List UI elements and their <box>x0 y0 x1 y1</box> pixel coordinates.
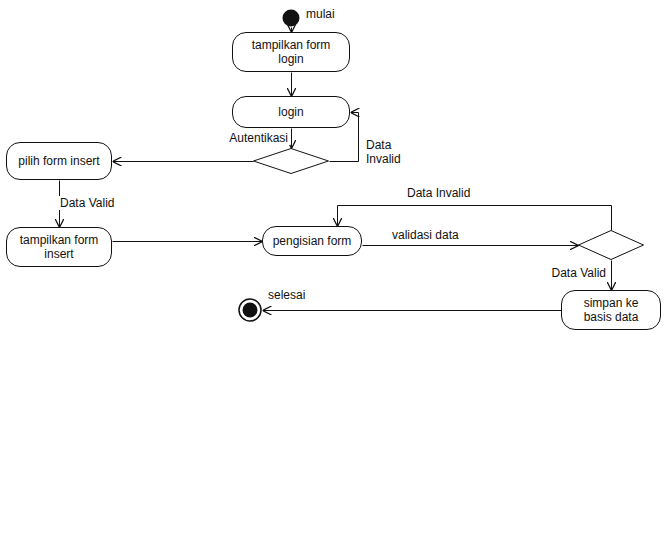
guard-label: Data Invalid <box>364 138 414 166</box>
decision-diamond-outline <box>578 230 644 260</box>
guard-label: Data Valid <box>538 266 608 280</box>
activity-box: login <box>232 96 350 128</box>
guard-label: validasi data <box>390 228 461 242</box>
control-flow <box>263 310 562 311</box>
activity-text: pengisian form <box>273 234 352 248</box>
activity-box: pilih form insert <box>6 142 112 180</box>
final-node-outline <box>238 298 262 322</box>
activity-text: simpan ke basis data <box>568 296 654 324</box>
activity-text: pilih form insert <box>18 154 99 168</box>
guard-label: Data Invalid <box>405 186 472 200</box>
initial-node: mulai <box>282 9 300 27</box>
activity-text: tampilkan form insert <box>13 233 105 261</box>
node-label: mulai <box>306 7 335 21</box>
control-flow <box>113 241 263 242</box>
activity-box: simpan ke basis data <box>561 290 661 330</box>
initial-node-outline <box>282 9 300 27</box>
control-flow <box>363 245 579 246</box>
activity-box: pengisian form <box>262 226 362 256</box>
decision-diamond <box>578 230 644 260</box>
control-flow <box>291 73 292 97</box>
control-flow <box>338 206 612 231</box>
final-node: selesai <box>238 298 262 322</box>
node-label: selesai <box>268 288 305 302</box>
control-flow <box>291 129 292 149</box>
decision-diamond <box>253 148 329 174</box>
control-flow <box>611 261 612 291</box>
activity-text: tampilkan form login <box>239 38 343 66</box>
activity-box: tampilkan form insert <box>6 227 112 267</box>
guard-label: Autentikasi <box>218 131 290 145</box>
guard-label: Data Valid <box>58 196 116 210</box>
activity-box: tampilkan form login <box>232 32 350 72</box>
decision-diamond-outline <box>253 148 329 174</box>
activity-text: login <box>278 105 303 119</box>
control-flow <box>113 161 254 162</box>
